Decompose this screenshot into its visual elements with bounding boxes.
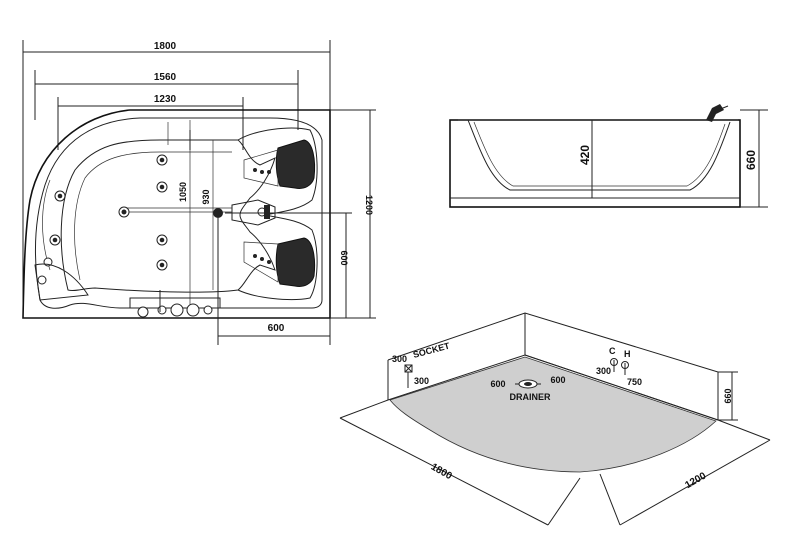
tub-footprint (389, 356, 717, 473)
dim-1800-top: 1800 (154, 41, 177, 52)
hot-label: H (624, 349, 631, 359)
tap-offset: 300 (596, 366, 611, 376)
floor-plan: 600 600 DRAINER 300 SOCKET 300 C H 300 7… (339, 312, 771, 526)
drain-left-dim: 600 (490, 379, 505, 389)
dim-420: 420 (578, 145, 592, 165)
cold-label: C (609, 346, 616, 356)
dim-600-horizontal: 600 (268, 323, 285, 334)
dim-660-side: 660 (744, 150, 758, 170)
dim-600-vertical: 600 (339, 250, 349, 265)
drain-right-dim: 600 (550, 375, 565, 385)
headrest-top (275, 139, 316, 189)
dim-660-floor: 660 (723, 388, 733, 403)
dim-1560: 1560 (154, 72, 177, 83)
dim-1230: 1230 (154, 94, 177, 105)
socket-size: 300 (392, 354, 407, 364)
side-view: 420 660 (449, 104, 768, 208)
dim-1200-side: 1200 (364, 195, 374, 215)
dim-1050: 1050 (178, 182, 188, 202)
socket-offset: 300 (414, 376, 429, 386)
drainer-label: DRAINER (509, 392, 551, 402)
top-view: 1800 1560 1230 (22, 40, 376, 345)
dim-1800-floor: 1800 (429, 462, 454, 483)
tap-distance: 750 (627, 377, 642, 387)
dim-1200-floor: 1200 (683, 470, 708, 491)
drain-point (213, 208, 223, 218)
faucet-icon (706, 104, 724, 122)
headrest-bottom (275, 237, 316, 287)
dim-930: 930 (201, 189, 211, 204)
socket-label: SOCKET (412, 340, 451, 359)
